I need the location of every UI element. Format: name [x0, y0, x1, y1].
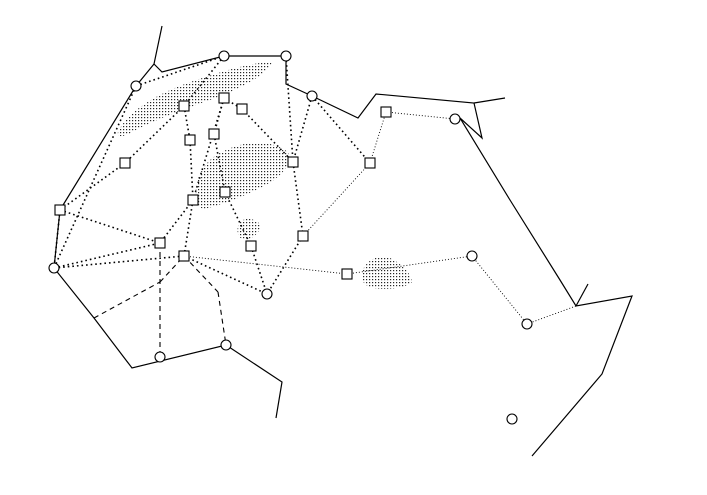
fine-link: [302, 162, 371, 237]
shaded-regions: [117, 62, 412, 289]
dotted-link: [135, 55, 225, 87]
circle-node: [506, 413, 518, 425]
square-node: [245, 240, 257, 252]
dotted-link: [311, 95, 371, 164]
circle-node: [48, 262, 60, 274]
dotted-link: [53, 85, 137, 269]
circle-nodes: [48, 50, 533, 425]
fine-link: [183, 255, 348, 275]
shaded-region-east: [361, 256, 412, 289]
dotted-link: [213, 133, 226, 193]
square-node: [184, 134, 196, 146]
circle-node: [280, 50, 292, 62]
circle-node: [154, 351, 166, 363]
square-node: [236, 103, 248, 115]
fine-link: [369, 111, 387, 164]
dotted-link: [183, 199, 194, 257]
dotted-link: [59, 162, 126, 211]
circle-node: [130, 80, 142, 92]
square-node: [54, 204, 66, 216]
dotted-link: [285, 55, 294, 163]
circle-node: [521, 318, 533, 330]
boundary-north-tail: [473, 97, 506, 104]
square-node: [154, 237, 166, 249]
shaded-region-north: [117, 62, 272, 137]
square-node: [287, 156, 299, 168]
fine-link: [471, 255, 528, 325]
dotted-link: [192, 97, 225, 201]
dotted-link: [53, 242, 161, 269]
dotted-link: [292, 161, 304, 237]
dotted-link: [223, 97, 243, 110]
square-node: [208, 128, 220, 140]
dotted-link: [250, 245, 268, 295]
square-node: [178, 100, 190, 112]
circle-node: [449, 113, 461, 125]
circle-node: [466, 250, 478, 262]
fine-dotted-links: [183, 111, 577, 325]
fine-link: [346, 255, 473, 275]
square-node: [219, 186, 231, 198]
dotted-link: [183, 255, 268, 295]
dotted-link: [183, 105, 191, 141]
square-node: [178, 250, 190, 262]
dotted-link: [189, 139, 194, 201]
fine-link: [385, 111, 456, 120]
dotted-link: [159, 199, 194, 244]
square-nodes: [54, 92, 392, 280]
dotted-link: [266, 235, 304, 295]
boundary-west: [53, 25, 283, 419]
dotted-link: [224, 191, 252, 247]
dashed-link: [217, 291, 227, 346]
dotted-link: [241, 108, 294, 163]
square-node: [218, 92, 230, 104]
dashed-links: [93, 243, 227, 357]
boundary-east-tick: [575, 283, 589, 307]
square-node: [297, 230, 309, 242]
square-node: [119, 157, 131, 169]
shaded-region-small: [237, 218, 261, 240]
dotted-link: [183, 55, 225, 107]
solid-boundary: [53, 25, 633, 457]
square-node: [187, 194, 199, 206]
boundary-east: [459, 117, 633, 457]
fine-link: [526, 305, 577, 325]
dotted-link: [53, 255, 185, 269]
dotted-link: [292, 95, 313, 163]
circle-node: [220, 339, 232, 351]
shaded-region-central: [195, 142, 289, 209]
dotted-links: [53, 55, 371, 295]
dotted-link: [59, 209, 161, 244]
dotted-link: [53, 209, 61, 269]
circle-node: [306, 90, 318, 102]
dashed-link: [93, 281, 161, 319]
square-node: [380, 106, 392, 118]
circle-node: [261, 288, 273, 300]
square-node: [341, 268, 353, 280]
circle-node: [218, 50, 230, 62]
square-node: [364, 157, 376, 169]
